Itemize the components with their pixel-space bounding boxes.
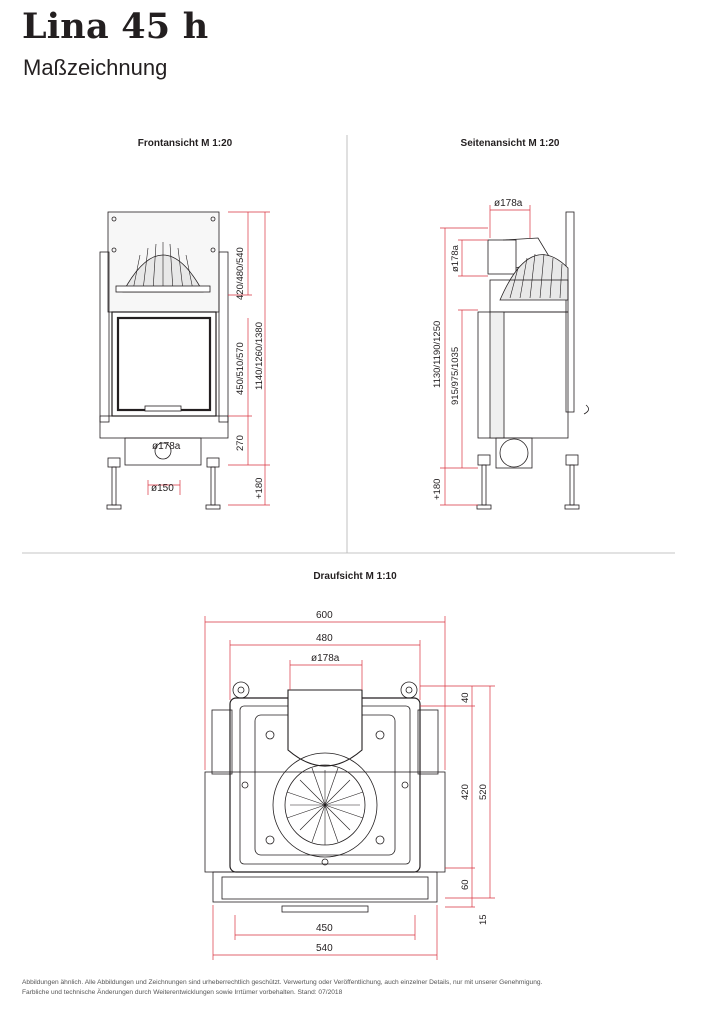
front-view-dimensions: [147, 211, 270, 506]
front-air-box: [124, 437, 202, 466]
side-view-title: Seitenansicht M 1:20: [460, 138, 560, 149]
side-view-drawing: [476, 211, 589, 510]
side-right-foot: [564, 504, 580, 510]
dim-front-lower: 270: [235, 435, 246, 451]
dim-top-60: 60: [460, 879, 471, 890]
front-screw: [210, 247, 216, 253]
dim-front-upper: 420/480/540: [235, 247, 246, 300]
dim-side-flue-top: ø178a: [494, 198, 523, 209]
side-dome-ribs: [509, 253, 563, 299]
top-right-lifting-eye: [400, 681, 418, 699]
top-right-lifting-eye-hole: [405, 686, 413, 694]
side-door-profile: [489, 311, 505, 439]
side-flue-pipe: [487, 239, 517, 275]
top-front-frame: [212, 871, 438, 903]
top-left-lifting-eye-hole: [237, 686, 245, 694]
front-screw: [210, 216, 216, 222]
top-bolt: [321, 858, 329, 866]
top-flue-collar: [287, 689, 363, 767]
footer-line-1: Abbildungen ähnlich. Alle Abbildungen un…: [22, 979, 543, 986]
dim-top-600: 600: [316, 610, 333, 621]
top-bolt: [401, 781, 409, 789]
top-radial-fins: [286, 767, 364, 845]
top-bolt: [265, 730, 275, 740]
front-view-title: Frontansicht M 1:20: [137, 138, 233, 149]
dim-top-15: 15: [478, 914, 489, 925]
dim-top-40: 40: [460, 692, 471, 703]
dim-side-feet: +180: [432, 479, 443, 500]
footer-disclaimer: Abbildungen ähnlich. Alle Abbildungen un…: [22, 978, 692, 998]
top-bolt: [241, 781, 249, 789]
front-door-handle: [144, 405, 182, 412]
dim-top-480: 480: [316, 633, 333, 644]
front-baffle-bar: [115, 285, 211, 293]
front-right-leg: [210, 466, 216, 506]
front-door-frame: [111, 311, 217, 417]
top-combustion-ring: [272, 752, 378, 858]
dim-top-450: 450: [316, 923, 333, 934]
dim-front-door: 450/510/570: [235, 342, 246, 395]
dim-side-total: 1130/1190/1250: [432, 321, 443, 388]
top-view-dimensions: [204, 616, 495, 960]
side-air-inlet-circle: [499, 438, 529, 468]
dim-side-inner: 915/975/1035: [450, 347, 461, 405]
front-left-foot-top: [107, 457, 121, 468]
front-left-foot: [106, 504, 122, 510]
top-bolt: [375, 730, 385, 740]
dim-top-flue: ø178a: [311, 653, 340, 664]
page-subtitle: Maßzeichnung: [23, 55, 168, 80]
side-right-leg: [569, 464, 575, 506]
front-screw: [111, 216, 117, 222]
top-left-side-flange: [211, 709, 233, 775]
section-dividers: [22, 135, 675, 554]
dim-front-air-inlet: ø150: [151, 483, 174, 494]
top-door-frame: [221, 876, 429, 900]
side-left-foot: [476, 504, 492, 510]
front-base-panel: [99, 415, 229, 439]
top-view-drawing: [204, 681, 446, 913]
top-view-title: Draufsicht M 1:10: [313, 571, 397, 582]
front-air-inlet-circle: [154, 442, 172, 460]
front-dome-ribs: [132, 242, 194, 291]
side-right-foot-top: [565, 454, 579, 466]
side-air-box: [495, 437, 533, 469]
dim-top-540: 540: [316, 943, 333, 954]
front-view-drawing: [99, 211, 229, 510]
side-view-dimensions: [440, 205, 531, 506]
top-left-lifting-eye: [232, 681, 250, 699]
front-left-side-panel: [99, 251, 110, 423]
side-left-foot-top: [477, 454, 491, 466]
product-title: Lina 45 h: [22, 6, 209, 47]
front-right-foot-top: [206, 457, 220, 468]
dim-side-flue-side: ø178a: [450, 244, 461, 272]
top-right-side-flange: [417, 709, 439, 775]
side-lever: [583, 404, 589, 415]
dim-top-520: 520: [478, 784, 489, 800]
dim-top-420: 420: [460, 784, 471, 800]
top-bolt: [375, 835, 385, 845]
front-left-leg: [111, 466, 117, 506]
side-left-leg: [481, 464, 487, 506]
dim-front-flue: ø178a: [152, 441, 181, 452]
dim-front-feet: +180: [254, 478, 265, 499]
dim-front-total: 1140/1260/1380: [254, 322, 265, 390]
footer-line-2: Farbliche und technische Änderungen durc…: [22, 989, 343, 996]
front-right-foot: [205, 504, 221, 510]
top-door-handle: [281, 905, 369, 913]
top-bolt: [265, 835, 275, 845]
front-right-side-panel: [218, 251, 229, 423]
front-screw: [111, 247, 117, 253]
